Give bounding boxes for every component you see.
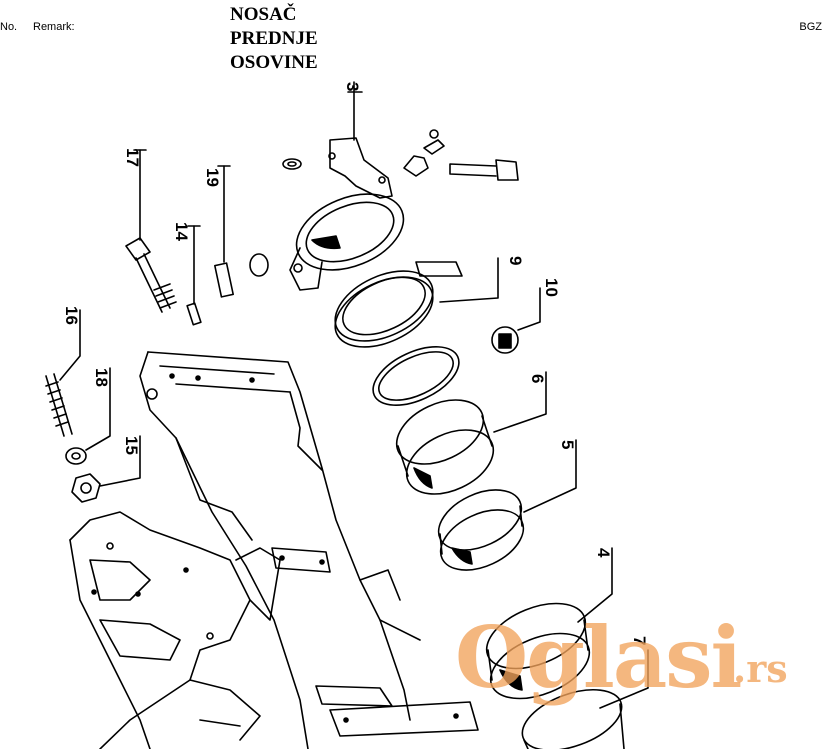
header-code: BGZ bbox=[799, 21, 822, 33]
watermark-tld: .rs bbox=[733, 646, 788, 691]
part-14-pin bbox=[186, 302, 202, 326]
part-10-cap bbox=[491, 326, 519, 354]
part-label-5: 5 bbox=[558, 440, 577, 449]
part-17-bolt bbox=[125, 237, 177, 313]
watermark-logo: Oglasi .rs bbox=[455, 608, 788, 718]
leader-4 bbox=[577, 547, 613, 623]
leader-18 bbox=[85, 367, 111, 451]
leader-9 bbox=[439, 257, 499, 303]
leader-7 bbox=[599, 649, 649, 709]
leader-6 bbox=[493, 371, 547, 433]
lower-housing bbox=[69, 511, 281, 749]
diagram-title: NOSAČ PREDNJE OSOVINE bbox=[230, 3, 318, 75]
part-label-16: 16 bbox=[62, 306, 81, 325]
part-label-19: 19 bbox=[203, 168, 222, 187]
part-label-17: 17 bbox=[123, 148, 142, 167]
part-4-sleeve bbox=[485, 602, 591, 700]
part-label-9: 9 bbox=[506, 256, 525, 265]
part-label-6: 6 bbox=[528, 374, 547, 383]
axle-carrier-frame bbox=[139, 351, 479, 749]
part-label-18: 18 bbox=[92, 368, 111, 387]
part-label-14: 14 bbox=[172, 222, 191, 241]
leader-10 bbox=[517, 287, 541, 331]
part-19-pin bbox=[214, 253, 269, 298]
leader-16 bbox=[59, 309, 81, 381]
part-label-15: 15 bbox=[122, 436, 141, 455]
watermark-brand: Oglasi bbox=[455, 608, 742, 707]
part-7-lower-sleeve bbox=[521, 688, 625, 749]
part-9-bearing bbox=[334, 261, 463, 348]
part-5-sleeve bbox=[437, 489, 525, 571]
part-label-3: 3 bbox=[343, 82, 362, 91]
part-3-bracket bbox=[289, 137, 405, 291]
header-no-label: No. bbox=[0, 21, 18, 33]
part-18-washer bbox=[65, 447, 87, 465]
part-16-spring bbox=[45, 373, 73, 437]
part-15-nut bbox=[71, 473, 101, 503]
title-line-2: PREDNJE bbox=[230, 28, 318, 49]
leader-15 bbox=[99, 435, 141, 487]
title-line-1: NOSAČ bbox=[230, 4, 297, 25]
part-7-ring bbox=[372, 346, 460, 406]
part-6-sleeve bbox=[395, 399, 495, 495]
header-remark-label: Remark: bbox=[33, 21, 75, 33]
leader-5 bbox=[523, 439, 577, 513]
part-label-4: 4 bbox=[594, 548, 613, 558]
fittings-top bbox=[282, 129, 519, 181]
part-label-7: 7 bbox=[630, 636, 649, 645]
part-label-10: 10 bbox=[542, 278, 561, 297]
title-line-3: OSOVINE bbox=[230, 52, 318, 73]
